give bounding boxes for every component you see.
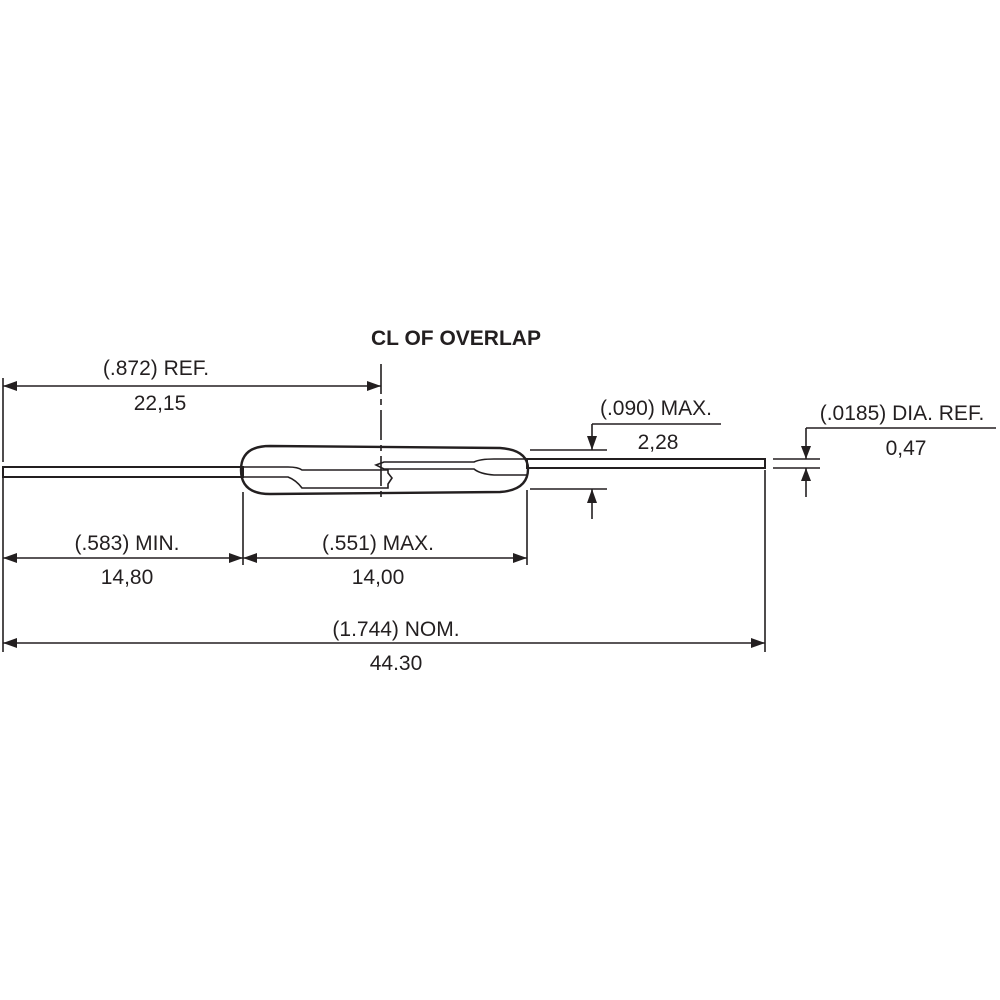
overall-length-inch: (1.744) NOM. xyxy=(332,618,459,641)
right-reed-blade xyxy=(374,458,527,476)
glass-envelope xyxy=(239,444,530,496)
glass-length-inch: (.551) MAX. xyxy=(322,532,434,555)
glass-diameter-mm: 2,28 xyxy=(638,431,679,454)
lead-length-mm: 14,80 xyxy=(101,566,154,589)
left-reed-blade xyxy=(241,466,393,489)
overall-ref-mm: 22,15 xyxy=(134,392,187,415)
lead-diameter-dimension: (.0185) DIA. REF. 0,47 xyxy=(773,402,996,497)
lead-and-glass-length-dimensions: (.583) MIN. 14,80 (.551) MAX. 14,00 xyxy=(2,477,528,652)
overall-length-mm: 44.30 xyxy=(370,652,423,675)
lead-diameter-inch: (.0185) DIA. REF. xyxy=(820,402,985,425)
right-lead-wire xyxy=(526,458,766,469)
overlap-title: CL OF OVERLAP xyxy=(371,327,541,350)
overall-ref-dimension: (.872) REF. 22,15 xyxy=(2,357,381,462)
reed-switch-body xyxy=(2,444,766,496)
left-lead-wire xyxy=(2,466,244,478)
glass-length-mm: 14,00 xyxy=(352,566,405,589)
lead-diameter-mm: 0,47 xyxy=(886,437,927,460)
overall-ref-inch: (.872) REF. xyxy=(103,357,209,380)
glass-diameter-inch: (.090) MAX. xyxy=(600,397,712,420)
glass-diameter-dimension: (.090) MAX. 2,28 xyxy=(530,397,721,519)
lead-length-inch: (.583) MIN. xyxy=(74,532,179,555)
overall-length-dimension: (1.744) NOM. 44.30 xyxy=(3,470,766,675)
